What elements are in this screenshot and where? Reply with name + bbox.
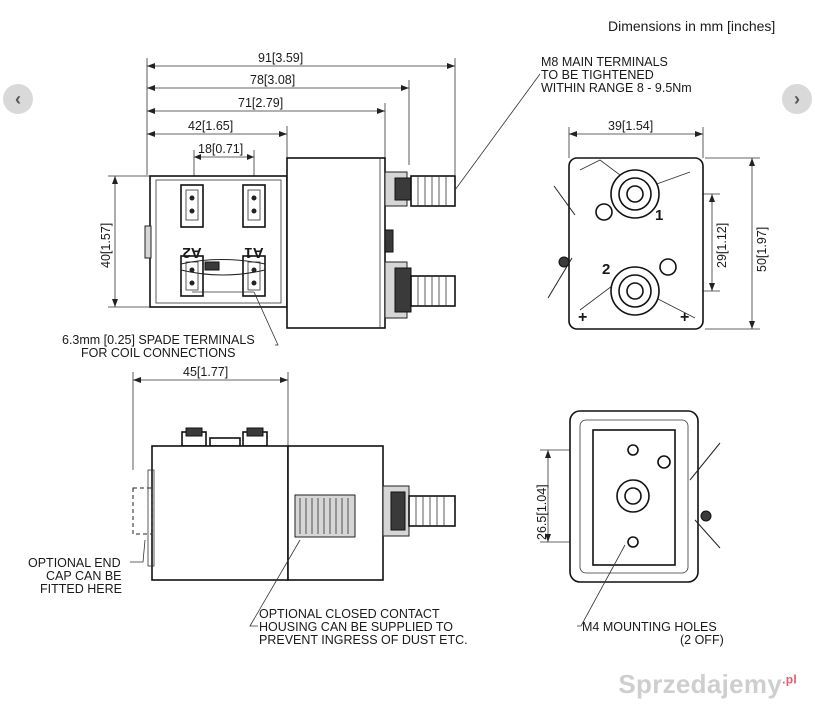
watermark-logo: Sprzedajemy.pl [618,669,797,699]
svg-text:CAP CAN BE: CAP CAN BE [46,569,122,583]
mounting-hole-2 [627,536,639,548]
dim-42: 42[1.65] [147,119,288,158]
svg-text:+: + [578,309,587,326]
coil-housing [149,175,288,308]
svg-text:45[1.77]: 45[1.77] [183,365,228,379]
dim-91: 91[3.59] [146,51,456,175]
units-note: Dimensions in mm [inches] [608,18,775,34]
svg-text:A1: A1 [244,244,263,261]
svg-text:FITTED HERE: FITTED HERE [40,582,122,596]
svg-text:+: + [680,309,689,326]
note-spade-terminals: 6.3mm [0.25] SPADE TERMINALS FOR COIL CO… [62,333,255,360]
svg-text:TO BE TIGHTENED: TO BE TIGHTENED [541,68,654,82]
mounting-hole-1 [627,444,639,456]
main-terminal-2 [384,261,456,319]
dim-40: 40[1.57] [99,175,152,308]
svg-text:HOUSING CAN BE SUPPLIED TO: HOUSING CAN BE SUPPLIED TO [259,620,453,634]
svg-text:91[3.59]: 91[3.59] [258,51,303,65]
svg-text:40[1.57]: 40[1.57] [99,223,113,268]
svg-text:78[3.08]: 78[3.08] [250,73,295,87]
dim-39: 39[1.54] [568,119,704,158]
svg-text:6.3mm [0.25] SPADE TERMINALS: 6.3mm [0.25] SPADE TERMINALS [62,333,255,347]
note-mounting-holes: M4 MOUNTING HOLES (2 OFF) [582,620,724,647]
note-housing: OPTIONAL CLOSED CONTACT HOUSING CAN BE S… [259,607,468,647]
svg-text:42[1.65]: 42[1.65] [188,119,233,133]
contact-housing [286,157,386,329]
svg-text:50[1.97]: 50[1.97] [755,227,769,272]
svg-text:FOR COIL CONNECTIONS: FOR COIL CONNECTIONS [81,346,235,360]
svg-text:WITHIN RANGE 8 - 9.5Nm: WITHIN RANGE 8 - 9.5Nm [541,81,692,95]
side-view-top: 91[3.59] 78[3.08] 71[2.79] 42[1.65] [99,51,541,346]
dim-26-5: 26.5[1.04] [535,449,632,543]
dim-78: 78[3.08] [147,73,410,165]
end-face [568,157,704,330]
dim-45: 45[1.77] [132,365,289,470]
svg-text:18[0.71]: 18[0.71] [198,142,243,156]
dim-50: 50[1.97] [705,157,769,330]
svg-text:OPTIONAL END: OPTIONAL END [28,556,121,570]
spade-terminal-a1: A1 [242,184,266,297]
dim-29: 29[1.12] [660,193,729,292]
svg-text:M4 MOUNTING HOLES: M4 MOUNTING HOLES [582,620,717,634]
svg-text:2: 2 [602,261,610,278]
base-view: 26.5[1.04] [535,410,721,627]
svg-text:OPTIONAL CLOSED CONTACT: OPTIONAL CLOSED CONTACT [259,607,440,621]
svg-text:71[2.79]: 71[2.79] [238,96,283,110]
spade-terminal-a2: A2 [180,184,204,297]
main-terminal-1 [384,171,456,207]
previous-image-button[interactable]: ‹ [3,84,33,114]
svg-text:(2 OFF): (2 OFF) [680,633,724,647]
side-view-bottom: 45[1.77] [130,365,456,627]
terminal-stud-1 [610,169,660,219]
svg-text:PREVENT INGRESS OF DUST ETC.: PREVENT INGRESS OF DUST ETC. [259,633,468,647]
svg-text:1: 1 [655,207,663,224]
end-view-top: 39[1.54] 29[1.12] 50[1.97] [547,119,769,330]
svg-text:39[1.54]: 39[1.54] [608,119,653,133]
next-image-button[interactable]: › [782,84,812,114]
svg-text:A2: A2 [182,244,201,261]
chevron-right-icon: › [794,88,800,109]
dim-71: 71[2.79] [147,96,386,160]
svg-text:M8 MAIN TERMINALS: M8 MAIN TERMINALS [541,55,668,69]
dim-18: 18[0.71] [193,142,255,182]
svg-text:26.5[1.04]: 26.5[1.04] [535,484,549,540]
note-main-terminals: M8 MAIN TERMINALS TO BE TIGHTENED WITHIN… [541,55,692,95]
coil-housing-bottom [151,445,289,581]
svg-text:29[1.12]: 29[1.12] [715,223,729,268]
terminal-stud-2 [610,266,660,316]
chevron-left-icon: ‹ [15,88,21,109]
note-end-cap: OPTIONAL END CAP CAN BE FITTED HERE [28,556,122,596]
